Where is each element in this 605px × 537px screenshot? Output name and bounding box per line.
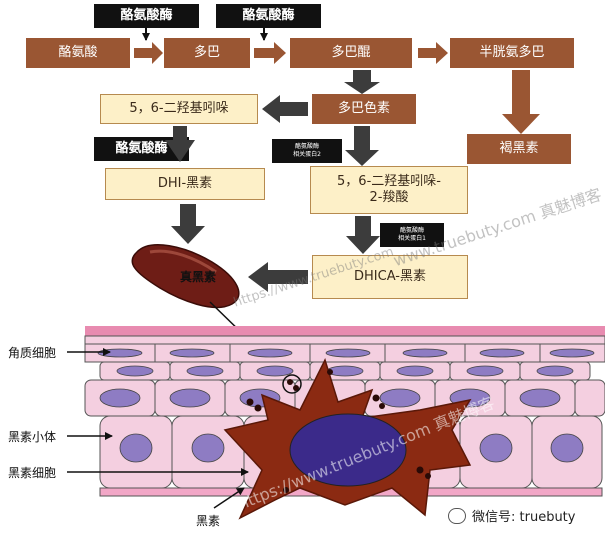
arrow-melanin: [213, 487, 245, 509]
dhi-melanin-box: DHI-黑素: [105, 168, 265, 200]
arrow-dhi-dhimelanin: [165, 126, 195, 162]
wechat-text: 微信号: truebuty: [472, 510, 576, 525]
arrow-tyrosine-dopa: [134, 42, 163, 64]
eumelanin-label: 真黑素: [180, 270, 217, 284]
dhica-box: 5，6-二羟基吲哚- 2-羧酸: [310, 166, 468, 214]
trp1-label-line2: 相关蛋白1: [398, 235, 426, 242]
melanosome-dots: [246, 369, 431, 493]
arrow-dhicamelanin-eumelanin: [248, 262, 308, 292]
cysteinyldopa-box: 半胱氨多巴: [450, 38, 574, 68]
tyrosine-box: 酪氨酸: [26, 38, 130, 68]
dopaquinone-box: 多巴醌: [290, 38, 412, 68]
melanocyte-cell: [223, 357, 472, 520]
trp2-label: 酪氨酸酶 相关蛋白2: [272, 139, 342, 163]
wechat-id: 微信号: truebuty: [448, 506, 575, 525]
stratum-corneum-top: [85, 326, 605, 336]
arrow-dopachrome-dhica: [345, 126, 379, 166]
arrow-dopaquinone-cysteinyldopa: [418, 42, 448, 64]
dopa-box: 多巴: [164, 38, 250, 68]
arrow-dopachrome-dhi: [262, 95, 308, 123]
melanin-label: 黑素: [196, 514, 221, 528]
dhica-line1: 5，6-二羟基吲哚-: [337, 173, 441, 189]
wechat-icon: [448, 507, 466, 524]
dhi-box: 5，6-二羟基吲哚: [100, 94, 258, 124]
arrow-dopa-dopaquinone: [254, 42, 286, 64]
melanosome-label: 黑素小体: [8, 430, 57, 444]
eumelanin-granule: [131, 244, 240, 309]
keratinocyte-label: 角质细胞: [8, 346, 57, 360]
dopachrome-box: 多巴色素: [312, 94, 416, 124]
dhica-melanin-box: DHICA-黑素: [312, 255, 468, 299]
trp2-label-line1: 酪氨酸酶: [294, 143, 319, 151]
arrow-dhica-dhicamelanin: [346, 216, 380, 254]
tyrosinase-label-1: 酪氨酸酶: [94, 4, 199, 28]
tyrosinase-label-2: 酪氨酸酶: [216, 4, 321, 28]
arrow-dopaquinone-dopachrome: [344, 70, 380, 94]
arrow-dhimelanin-eumelanin: [171, 204, 205, 244]
skin-illustration: [67, 326, 605, 520]
trp1-label: 酪氨酸酶 相关蛋白1: [380, 223, 444, 247]
melanosome-highlight-circle: [282, 374, 302, 394]
trp1-label-line1: 酪氨酸酶: [399, 227, 424, 235]
trp2-label-line2: 相关蛋白2: [293, 151, 321, 158]
melanocyte-label: 黑素细胞: [8, 466, 57, 480]
pheomelanin-box: 褐黑素: [467, 134, 571, 164]
dhica-line2: 2-羧酸: [369, 190, 409, 205]
arrow-cysteinyldopa-pheomelanin: [502, 70, 540, 134]
